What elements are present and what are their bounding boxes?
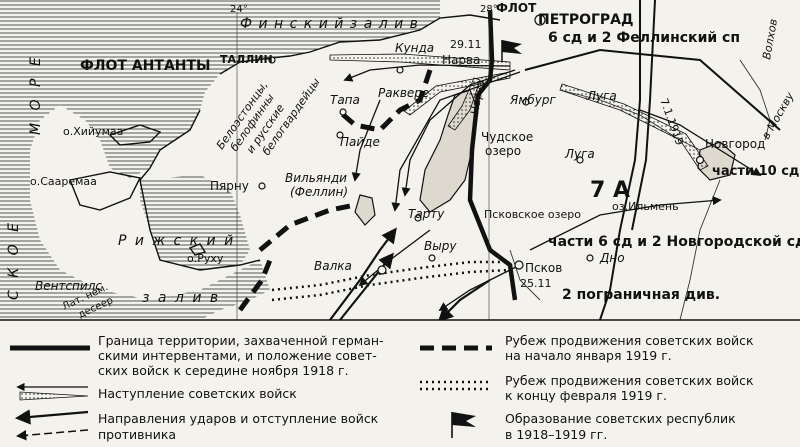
- island-hiiumaa: о.Хийумаа: [63, 125, 123, 138]
- meridian-24-label: 24°: [230, 4, 248, 15]
- city-tartu: Тарту: [408, 207, 445, 221]
- soviet-advance-arrow-icon: [16, 382, 89, 401]
- city-rakvere: Раквере: [378, 86, 429, 100]
- narva-side-label: Нарва: [468, 79, 487, 116]
- lake-chud-2: озеро: [485, 144, 521, 158]
- city-narva: Нарва: [442, 53, 480, 67]
- legend-6-line-2: в 1918–1919 гг.: [505, 427, 607, 442]
- enemy-strike-arrows: [329, 227, 491, 323]
- sea-area: [0, 0, 440, 320]
- city-petrograd: ПЕТРОГРАД: [538, 12, 633, 28]
- meridian-28-label: 28°: [480, 4, 498, 15]
- sea-vertical-label: М О Р Е: [28, 53, 44, 135]
- force-6sd: 6 сд и 2 Феллинский сп: [548, 30, 740, 46]
- city-ventspils: Вентспилс: [35, 279, 102, 293]
- city-yamburg: Ямбург: [509, 93, 557, 107]
- lakes: [354, 89, 736, 226]
- legend-background: [0, 320, 800, 447]
- legend-6-line-1: Образование советских республик: [505, 411, 736, 426]
- dotted-line-icon: [420, 380, 492, 391]
- city-vyru: Выру: [424, 239, 457, 253]
- legend-4-line-1: Рубеж продвижения советских войск: [505, 333, 754, 348]
- legend-1-line-2: скими интервентами, и положение совет-: [98, 348, 377, 363]
- legend-1-line-3: ских войск к середине ноября 1918 г.: [98, 363, 349, 378]
- legend: Граница территории, захваченной герман- …: [10, 333, 754, 442]
- city-fellin: (Феллин): [290, 185, 348, 199]
- city-paide: Пайде: [340, 135, 380, 149]
- city-luga: Луга: [564, 147, 595, 161]
- lake-pskov: Псковское озеро: [484, 208, 581, 221]
- forces-labels: 6 сд и 2 Феллинский сп части 10 сд 7 А ч…: [548, 30, 800, 303]
- city-viljandi: Вильянди: [285, 171, 347, 185]
- enemy-strike-arrow-icon: [14, 409, 89, 441]
- city-kunda: Кунда: [395, 41, 434, 55]
- city-dno: Дно: [599, 251, 625, 265]
- city-pskov: Псков: [525, 261, 562, 275]
- white-forces-label: Белоэстонцы, белофинны и русские белогва…: [214, 75, 323, 157]
- city-kunda-date: 29.11: [450, 38, 482, 51]
- lake-ilmen: оз.Ильмень: [612, 200, 679, 213]
- gulf-riga2-label: з а л и в: [142, 290, 220, 306]
- force-10sd: части 10 сд: [712, 164, 799, 179]
- city-novgorod: Новгород: [705, 137, 765, 151]
- lake-chud-1: Чудское: [481, 130, 533, 144]
- flag-icon: [501, 40, 522, 62]
- force-2border: 2 пограничная див.: [562, 287, 720, 303]
- sea-labels: Ф и н с к и й з а л и в ФЛОТ АНТАНТЫ ФЛО…: [6, 1, 537, 306]
- force-7a: 7 А: [590, 178, 630, 203]
- legend-5-line-2: к концу февраля 1919 г.: [505, 388, 667, 403]
- city-valka: Валка: [314, 259, 352, 273]
- advance-lines: [343, 64, 762, 312]
- graticule: [236, 12, 490, 320]
- fleet-top-label: ФЛОТ: [496, 1, 537, 15]
- legend-1-line-1: Граница территории, захваченной герман-: [98, 333, 384, 348]
- legend-3-line-1: Направления ударов и отступление войск: [98, 411, 379, 426]
- city-tallinn: ТАЛЛИН: [220, 53, 273, 66]
- legend-4-line-2: на начало января 1919 г.: [505, 348, 672, 363]
- legend-5-line-1: Рубеж продвижения советских войск: [505, 373, 754, 388]
- city-markers: [258, 14, 705, 275]
- legend-2-line-1: Наступление советских войск: [98, 386, 297, 401]
- railways: [524, 0, 781, 321]
- city-tapa: Тапа: [330, 93, 360, 107]
- fleet-entente-label: ФЛОТ АНТАНТЫ: [80, 58, 211, 74]
- gulf-riga-label: Р и ж с к и й: [118, 233, 235, 249]
- city-pskov-date: 25.11: [520, 277, 552, 290]
- river-luga: Луга: [586, 89, 617, 103]
- legend-3-line-2: противника: [98, 427, 176, 442]
- island-rukhu: о.Руху: [187, 252, 224, 265]
- line-jan-1919: [237, 69, 433, 312]
- river-volkhov: Волхов: [760, 18, 780, 61]
- line-feb-1919: [271, 260, 511, 302]
- coastline: [69, 14, 501, 271]
- force-6sd-2nov: части 6 сд и 2 Новгородской сд: [548, 234, 800, 250]
- flag-icon: [451, 412, 476, 438]
- island-saaremaa: о.Сааремаа: [30, 175, 97, 188]
- city-parnu: Пярну: [210, 179, 249, 193]
- sea-left-label: С К О Е: [6, 219, 22, 300]
- gulf-finland-label: Ф и н с к и й з а л и в: [240, 16, 419, 32]
